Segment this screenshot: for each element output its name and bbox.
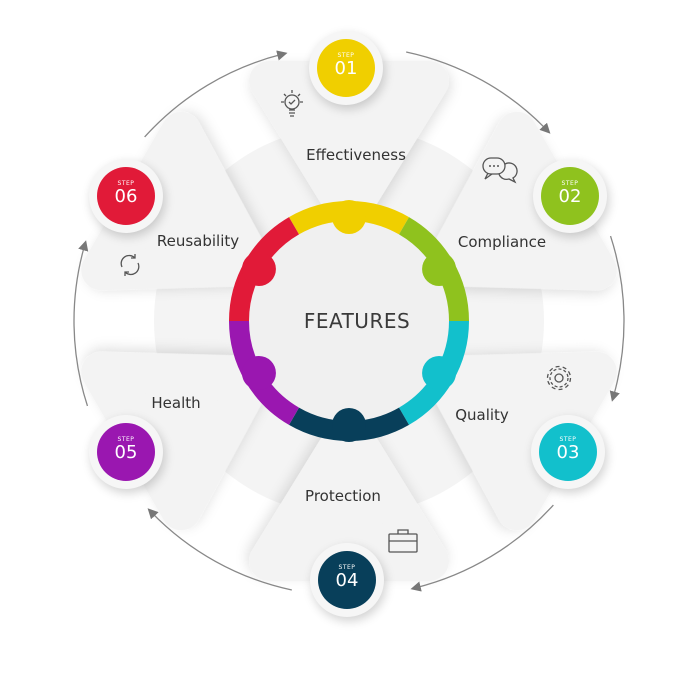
ring-tab-04	[332, 408, 366, 442]
chat-bubbles-icon	[482, 157, 518, 184]
feature-label: Quality	[455, 406, 509, 424]
feature-label: Compliance	[457, 233, 547, 251]
step-caption: STEP	[337, 52, 355, 59]
step-caption: STEP	[117, 436, 135, 443]
ring-tab-06	[241, 252, 276, 286]
step-number: 02	[558, 186, 582, 207]
step-number: 01	[334, 58, 358, 79]
center-disc	[249, 221, 449, 421]
refresh-icon	[120, 254, 140, 276]
step-number: 03	[556, 442, 580, 463]
feature-label: Health	[151, 394, 201, 412]
briefcase-icon	[388, 529, 418, 553]
lightbulb-icon	[281, 90, 303, 117]
flow-arrow	[609, 235, 625, 402]
flow-arrow	[406, 51, 551, 134]
gear-icon	[546, 365, 572, 391]
step-number: 04	[335, 570, 359, 591]
ring-tab-03	[422, 356, 457, 390]
flow-arrow	[73, 240, 89, 407]
flow-arrow	[144, 50, 288, 138]
step-caption: STEP	[117, 180, 135, 187]
center-title: FEATURES	[303, 309, 411, 333]
feature-label: Reusability	[156, 232, 240, 250]
step-caption: STEP	[338, 564, 356, 571]
ring-tab-05	[241, 356, 276, 390]
step-number: 06	[114, 186, 138, 207]
flow-arrow	[147, 508, 292, 591]
flow-arrow	[410, 504, 554, 592]
step-caption: STEP	[561, 180, 579, 187]
feature-label: Effectiveness	[306, 146, 406, 164]
step-number: 05	[114, 442, 138, 463]
ring-tab-01	[332, 200, 366, 234]
feature-label: Protection	[305, 487, 381, 505]
step-caption: STEP	[559, 436, 577, 443]
ring-tab-02	[422, 252, 457, 286]
